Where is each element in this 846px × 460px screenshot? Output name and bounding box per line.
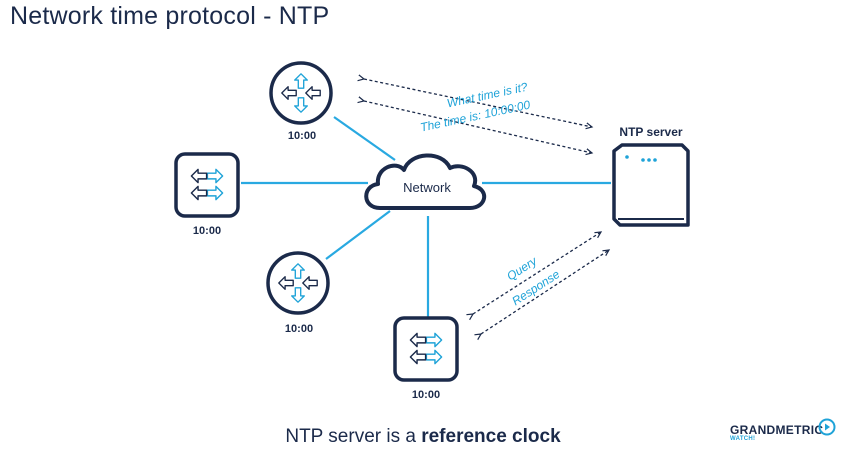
message-arrows-top [364, 79, 592, 153]
caption-prefix: NTP server is a [285, 426, 422, 447]
router-bottom-time: 10:00 [285, 323, 313, 335]
router-top-icon [269, 61, 333, 125]
ntp-server-label: NTP server [619, 125, 682, 139]
switch-left-time: 10:00 [193, 225, 221, 237]
switch-bottom-time: 10:00 [412, 389, 440, 401]
logo-play-icon [818, 418, 836, 436]
router-top-time: 10:00 [288, 130, 316, 142]
switch-left-icon [174, 152, 240, 218]
caption: NTP server is a reference clock [0, 426, 846, 448]
router-bottom-icon [266, 251, 330, 315]
logo-name: GRANDMETRIC [730, 423, 824, 437]
link-router-top [333, 116, 396, 161]
link-router-bottom [325, 210, 391, 260]
switch-bottom-icon [393, 316, 459, 382]
caption-bold: reference clock [421, 426, 561, 447]
page-title: Network time protocol - NTP [10, 2, 330, 30]
message-arrows-bottom [473, 232, 609, 334]
network-label: Network [403, 180, 451, 195]
query-arrow [473, 232, 601, 314]
response-arrow [481, 250, 609, 334]
grandmetric-logo: GRANDMETRIC WATCH! [730, 418, 836, 442]
logo-tagline: WATCH! [730, 436, 756, 442]
ntp-server-icon [612, 143, 690, 227]
network-cloud: Network [364, 153, 486, 210]
answer-arrow [364, 101, 592, 153]
